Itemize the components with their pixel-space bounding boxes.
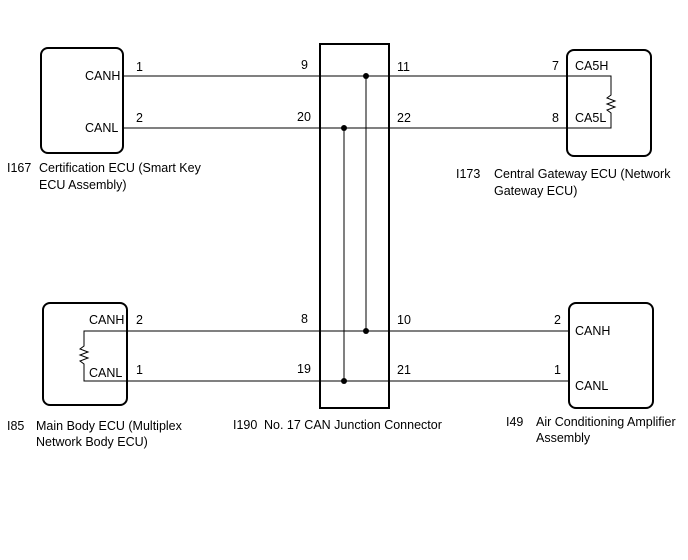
splice-dot [363,328,369,334]
connector-pin-right: 10 [397,313,411,327]
resistor-icon [567,75,617,129]
mainbody-canh-signal: CANH [89,313,124,327]
splice-dot [363,73,369,79]
aircon-canl-signal: CANL [575,379,608,393]
gateway-ca5h-pin: 7 [552,59,559,73]
mainbody-name-line1: Main Body ECU (Multiplex [36,419,183,433]
connector-pin-right: 21 [397,363,411,377]
connector-pin-left: 19 [297,362,311,376]
connector-code: I190 [233,418,257,432]
connector-pin-left: 8 [301,312,308,326]
aircon-canh-signal: CANH [575,324,610,338]
mainbody-canl-signal: CANL [89,366,122,380]
connector-pin-left: 9 [301,58,308,72]
splice-dot [341,378,347,384]
aircon-name-line1: Air Conditioning Amplifier [536,415,676,429]
resistor-icon [78,330,127,382]
gateway-ca5l-signal: CA5L [575,111,606,125]
cert-name-line1: Certification ECU (Smart Key [39,161,202,175]
gateway-name-line1: Central Gateway ECU (Network [494,167,671,181]
aircon-code: I49 [506,415,523,429]
gateway-code: I173 [456,167,480,181]
ecu-mainbody-box [42,302,128,406]
aircon-canh-pin: 2 [554,313,561,327]
cert-canh-pin: 1 [136,60,143,74]
mainbody-name-line2: Network Body ECU) [36,435,148,449]
mainbody-canh-pin: 2 [136,313,143,327]
connector-pin-left: 20 [297,110,311,124]
junction-connector-box [319,43,390,409]
cert-canl-signal: CANL [85,121,118,135]
gateway-ca5l-pin: 8 [552,111,559,125]
aircon-canl-pin: 1 [554,363,561,377]
connector-pin-right: 22 [397,111,411,125]
mainbody-code: I85 [7,419,24,433]
gateway-ca5h-signal: CA5H [575,59,608,73]
aircon-name-line2: Assembly [536,431,591,445]
cert-code: I167 [7,161,31,175]
ecu-aircon-box [568,302,654,409]
cert-canl-pin: 2 [136,111,143,125]
cert-name-line2: ECU Assembly) [39,178,127,192]
connector-name: No. 17 CAN Junction Connector [264,418,442,432]
splice-dot [341,125,347,131]
cert-canh-signal: CANH [85,69,120,83]
ecu-cert-box [40,47,124,154]
gateway-name-line2: Gateway ECU) [494,184,577,198]
mainbody-canl-pin: 1 [136,363,143,377]
connector-pin-right: 11 [397,60,410,74]
